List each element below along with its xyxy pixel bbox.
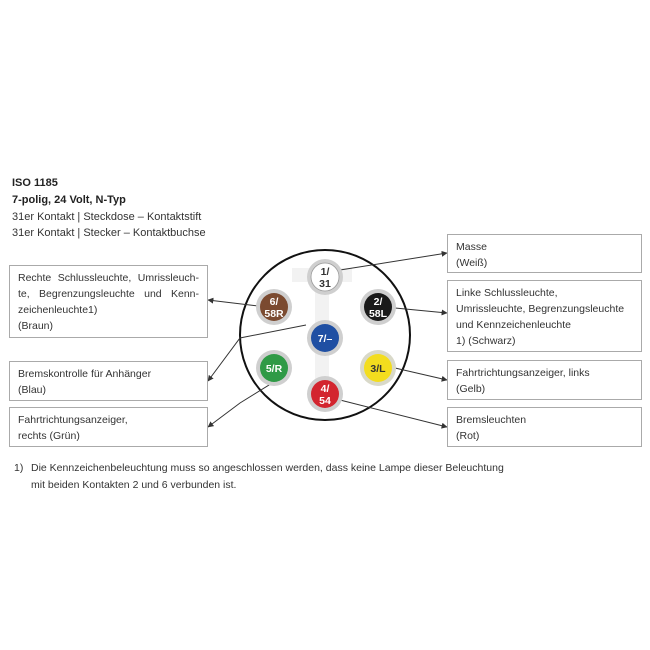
leader-rot [339, 399, 448, 429]
label-rot: Bremsleuchten (Rot) [447, 407, 642, 447]
label-braun-line1: Rechte Schlussleuchte, Umrissleuch- [18, 272, 199, 284]
label-schwarz-line4: 1) (Schwarz) [456, 335, 516, 347]
pin-3-body [364, 354, 392, 382]
label-blau-line2: (Blau) [18, 384, 47, 396]
label-gruen-line2: rechts (Grün) [18, 430, 80, 442]
pin-6: 6/58R [256, 289, 292, 325]
label-rot-line2: (Rot) [456, 430, 480, 442]
pin-5-label-top: 5/R [266, 363, 283, 375]
label-gelb: Fahrtrichtungsanzeiger, links (Gelb) [447, 360, 642, 400]
label-schwarz: Linke Schlussleuchte, Umrissleuchte, Beg… [447, 280, 642, 352]
pin-1-label-bottom: 31 [319, 278, 331, 290]
label-schwarz-line3: und Kennzeichenleuchte [456, 319, 572, 331]
leader-gelb [394, 367, 448, 382]
pin-6-label-bottom: 58R [264, 308, 284, 320]
pin-6-label-top: 6/ [270, 296, 279, 308]
pin-4: 4/54 [307, 376, 343, 412]
label-schwarz-line2: Umrissleuchte, Begrenzungsleuchte [456, 303, 625, 315]
contact-plug-line: 31er Kontakt | Stecker – Kontaktbuchse [12, 227, 206, 239]
pin-4-body [311, 380, 339, 408]
footnote-line2: mit beiden Kontakten 2 und 6 verbunden i… [31, 479, 237, 491]
pin-2-label-bottom: 58L [369, 308, 388, 320]
label-braun: Rechte Schlussleuchte, Umrissleuch- te, … [9, 265, 208, 338]
pin-5-body [260, 354, 288, 382]
footnote-line1: Die Kennzeichenbeleuchtung muss so anges… [31, 462, 504, 474]
pin-1: 1/31 [307, 259, 343, 295]
pin-2-body [364, 293, 392, 321]
label-rot-line1: Bremsleuchten [456, 414, 527, 426]
pin-3-label-top: 3/L [370, 363, 386, 375]
leader-braun [207, 297, 259, 307]
page-title: ISO 1185 [12, 177, 58, 189]
pin-7-label-top: 7/– [318, 333, 333, 345]
label-schwarz-line1: Linke Schlussleuchte, [456, 287, 558, 299]
contact-socket-line: 31er Kontakt | Steckdose – Kontaktstift [12, 211, 202, 223]
leader-masse [339, 250, 448, 271]
label-blau: Bremskontrolle für Anhänger (Blau) [9, 361, 208, 401]
label-gruen: Fahrtrichtungsanzeiger, rechts (Grün) [9, 407, 208, 447]
pin-3: 3/L [360, 350, 396, 386]
label-gelb-line1: Fahrtrichtungsanzeiger, links [456, 367, 590, 379]
label-gruen-line1: Fahrtrichtungsanzeiger, [18, 414, 128, 426]
pin-1-body [310, 262, 340, 292]
label-blau-line1: Bremskontrolle für Anhänger [18, 368, 152, 380]
label-masse-line1: Masse [456, 241, 487, 253]
label-masse: Masse (Weiß) [447, 234, 642, 273]
connector-type: 7-polig, 24 Volt, N-Typ [12, 194, 126, 206]
pin-7: 7/– [307, 320, 343, 356]
pin-7-body [311, 324, 339, 352]
label-gelb-line2: (Gelb) [456, 383, 486, 395]
footnote-marker: 1) [14, 462, 24, 474]
pin-6-body [260, 293, 288, 321]
pin-5: 5/R [256, 350, 292, 386]
leader-blau [207, 324, 307, 382]
label-masse-line2: (Weiß) [456, 257, 488, 269]
label-braun-line4: (Braun) [18, 320, 54, 332]
pin-2-label-top: 2/ [374, 296, 383, 308]
pin-4-label-top: 4/ [321, 383, 330, 395]
pin-4-label-bottom: 54 [319, 395, 331, 407]
label-braun-line3: zeichenleuchte1) [18, 304, 98, 316]
pin-2: 2/58L [360, 289, 396, 325]
label-braun-line2: te, Begrenzungsleuchte und Kenn- [18, 288, 199, 300]
leader-schwarz [394, 307, 448, 316]
pin-1-label-top: 1/ [321, 266, 330, 278]
